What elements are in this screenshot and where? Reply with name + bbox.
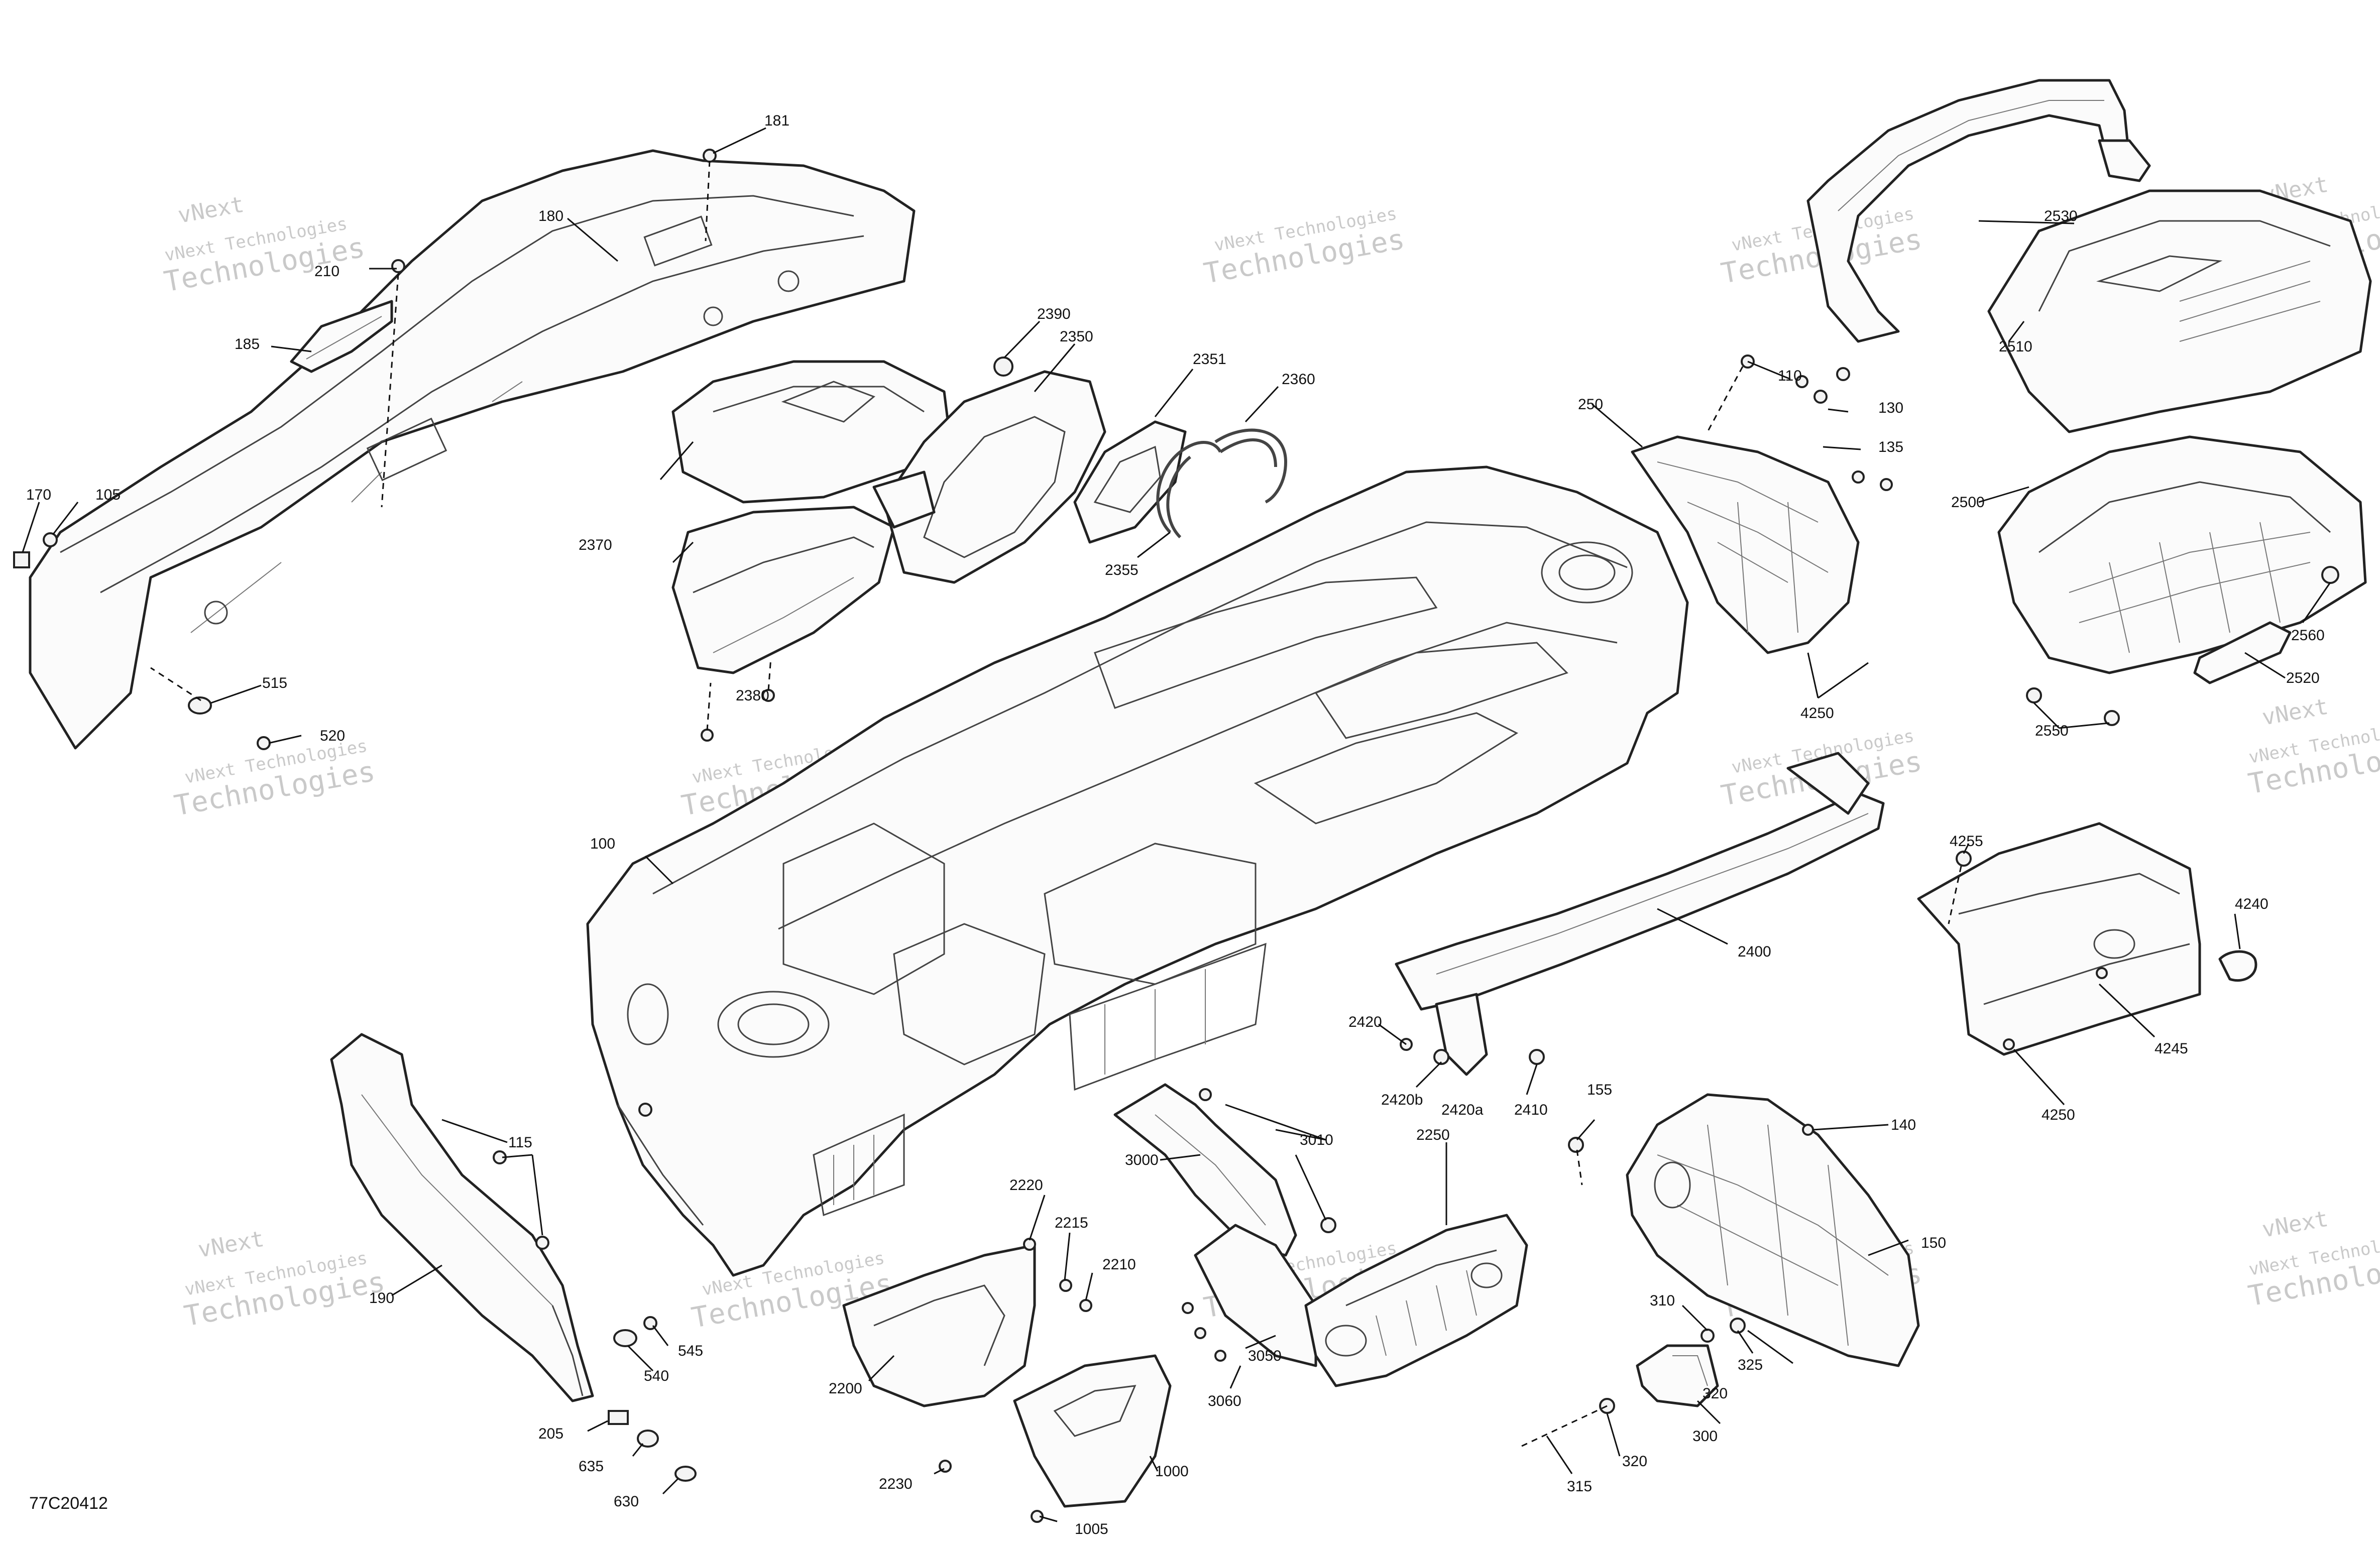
- callout-3050: 3050: [1248, 1348, 1282, 1364]
- callout-2360: 2360: [1282, 371, 1315, 388]
- callout-3000: 3000: [1125, 1152, 1159, 1168]
- part-bracket-185: [290, 300, 393, 373]
- callout-2250: 2250: [1416, 1127, 1450, 1143]
- part-bar-2520: [2193, 621, 2292, 684]
- callout-100: 100: [590, 836, 615, 852]
- callout-2520: 2520: [2286, 670, 2320, 686]
- callout-4250-lower: 4250: [2042, 1107, 2075, 1123]
- callout-2420b: 2420b: [1381, 1092, 1423, 1108]
- callout-2220: 2220: [1009, 1177, 1043, 1194]
- callout-3010: 3010: [1300, 1132, 1333, 1148]
- callout-150: 150: [1921, 1235, 1946, 1251]
- callout-205: 205: [538, 1426, 563, 1442]
- callout-2420: 2420: [1348, 1014, 1382, 1030]
- callout-520: 520: [320, 728, 345, 744]
- part-trim-strip-2400: [1395, 752, 1885, 1076]
- part-storage-lid-2510: [1987, 189, 2372, 433]
- part-tub-2380: [671, 506, 895, 674]
- callout-4255: 4255: [1950, 833, 1983, 850]
- callout-2500: 2500: [1951, 494, 1985, 511]
- callout-310: 310: [1650, 1292, 1675, 1309]
- watermark: vNext: [2260, 694, 2330, 731]
- callout-325: 325: [1738, 1357, 1763, 1373]
- figure-code: 77C20412: [29, 1494, 108, 1513]
- callout-630: 630: [614, 1493, 639, 1510]
- callout-2400: 2400: [1738, 943, 1771, 960]
- callout-155: 155: [1587, 1082, 1612, 1098]
- callout-540: 540: [644, 1368, 669, 1384]
- callout-140: 140: [1891, 1117, 1916, 1133]
- callout-3060: 3060: [1208, 1393, 1241, 1409]
- callout-4240: 4240: [2235, 896, 2269, 912]
- part-bracket-150: [1626, 1093, 1920, 1367]
- callout-180: 180: [538, 208, 563, 224]
- part-bezel-2350: [872, 370, 1106, 584]
- callout-2200: 2200: [829, 1380, 862, 1397]
- callout-135: 135: [1878, 439, 1903, 455]
- callout-2230: 2230: [879, 1476, 913, 1492]
- callout-115: 115: [508, 1134, 532, 1151]
- watermark: vNext: [196, 1226, 266, 1263]
- callout-2390: 2390: [1037, 306, 1071, 322]
- callout-315: 315: [1567, 1478, 1592, 1495]
- part-trim-ring-2360: [1214, 428, 1288, 504]
- callout-2351: 2351: [1193, 351, 1226, 368]
- callout-1000: 1000: [1155, 1463, 1189, 1480]
- part-dashboard-100: [586, 465, 1689, 1277]
- part-trim-ring-2355: [1156, 441, 1222, 539]
- callout-2210: 2210: [1102, 1256, 1136, 1273]
- callout-2550: 2550: [2035, 723, 2069, 739]
- callout-1005: 1005: [1075, 1521, 1108, 1537]
- callout-2560: 2560: [2291, 627, 2325, 644]
- callout-545: 545: [678, 1343, 703, 1359]
- part-side-box-4245: [1917, 822, 2257, 1056]
- callout-2350: 2350: [1060, 328, 1093, 345]
- leader-lines: [22, 127, 2331, 1522]
- part-grab-handle-2530: [1806, 79, 2151, 343]
- part-lower-panel-2200: [842, 1244, 1036, 1407]
- part-console-panel-3000: [1113, 1083, 1297, 1257]
- callout-2510: 2510: [1999, 338, 2032, 355]
- callout-320-upper: 320: [1703, 1385, 1728, 1402]
- part-side-panel-190: [330, 1033, 594, 1402]
- callout-300: 300: [1692, 1428, 1718, 1445]
- callout-2420a: 2420a: [1441, 1102, 1484, 1118]
- callouts: 181 180 210 185 170 105 515 520 2370 238…: [26, 112, 2325, 1537]
- watermark: vNext: [176, 192, 246, 228]
- callout-190: 190: [369, 1290, 394, 1307]
- part-bezel-ring-2351: [1073, 420, 1187, 544]
- callout-515: 515: [262, 675, 287, 691]
- callout-250: 250: [1578, 396, 1603, 413]
- part-door-1000: [1013, 1354, 1172, 1508]
- callout-185: 185: [235, 336, 260, 352]
- callout-110: 110: [1778, 368, 1802, 384]
- callout-2370: 2370: [579, 537, 612, 553]
- callout-170: 170: [26, 487, 51, 503]
- callout-105: 105: [95, 487, 121, 503]
- part-storage-bin-2500: [1997, 435, 2367, 674]
- part-latch-300: [1636, 1344, 1719, 1407]
- callout-2380: 2380: [736, 687, 769, 704]
- watermark: vNext: [2260, 1206, 2330, 1243]
- callout-2355: 2355: [1105, 562, 1139, 578]
- callout-4250-upper: 4250: [1800, 705, 1834, 722]
- part-panel-2250: [1304, 1214, 1528, 1387]
- callout-320-lower: 320: [1622, 1453, 1647, 1470]
- callout-2530: 2530: [2044, 208, 2078, 224]
- part-side-bracket-250: [1631, 435, 1860, 654]
- callout-181: 181: [764, 112, 789, 129]
- callout-635: 635: [579, 1458, 604, 1475]
- callout-130: 130: [1878, 400, 1903, 416]
- callout-2410: 2410: [1514, 1102, 1548, 1118]
- callout-4245: 4245: [2155, 1040, 2188, 1057]
- callout-210: 210: [314, 263, 339, 280]
- callout-2215: 2215: [1055, 1215, 1088, 1231]
